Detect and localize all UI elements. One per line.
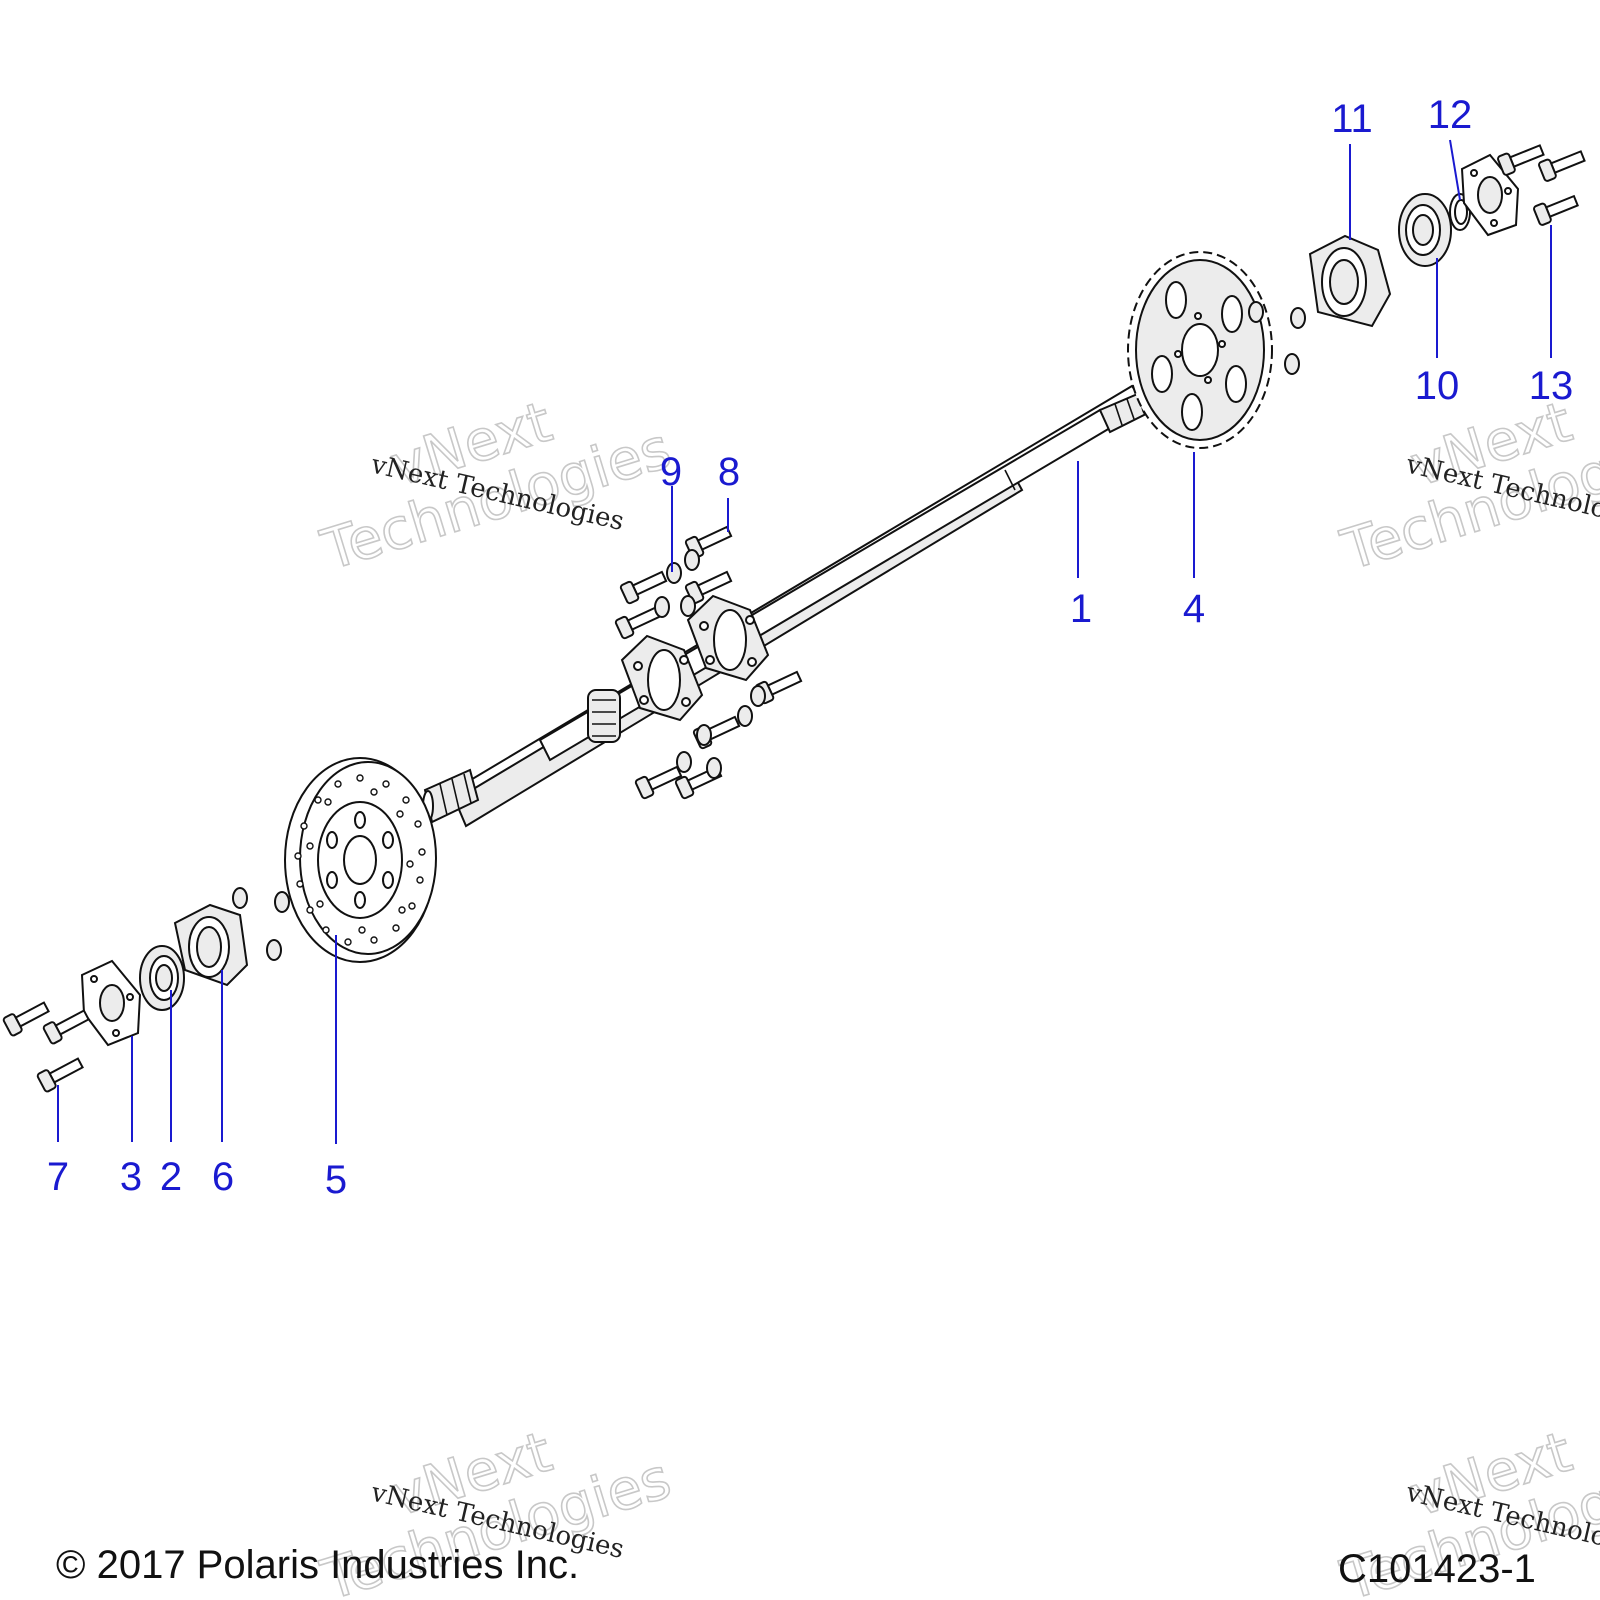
bearing-housing	[173, 903, 249, 987]
callout-8[interactable]: 8	[718, 450, 740, 494]
callout-7[interactable]: 7	[47, 1155, 69, 1199]
callout-12[interactable]: 12	[1428, 93, 1473, 137]
callout-13[interactable]: 13	[1529, 364, 1574, 408]
callout-2[interactable]: 2	[160, 1155, 182, 1199]
bearing	[1398, 193, 1452, 267]
plate-bolt	[1533, 194, 1579, 226]
callout-4[interactable]: 4	[1183, 587, 1205, 631]
sprocket	[1127, 251, 1273, 449]
flange-hub	[686, 594, 770, 682]
callout-6[interactable]: 6	[212, 1155, 234, 1199]
callout-labels: 1 2 3 4 5 6 7 8 9 10 11 12 13	[47, 93, 1573, 1202]
plate-bolt	[1538, 150, 1586, 182]
hub-bolt	[634, 765, 683, 800]
hub-nut-group	[654, 549, 766, 779]
plate-bolt	[2, 1001, 50, 1037]
leader-lines	[57, 139, 1552, 1144]
flange-hub	[620, 634, 704, 722]
disc-nut-group	[232, 887, 290, 961]
copyright-notice: © 2017 Polaris Industries Inc.	[56, 1543, 579, 1587]
hub-bolt	[684, 525, 733, 560]
bearing-housing	[1308, 234, 1392, 328]
sprocket-nut-group	[1248, 301, 1306, 375]
callout-9[interactable]: 9	[660, 450, 682, 494]
hub-bolt	[619, 570, 668, 605]
brake-disc	[284, 757, 437, 963]
callout-10[interactable]: 10	[1415, 364, 1460, 408]
bearing-retainer-plate	[80, 959, 142, 1047]
plate-bolt	[36, 1057, 84, 1093]
plate-bolt	[1497, 144, 1545, 176]
callout-3[interactable]: 3	[120, 1155, 142, 1199]
callout-5[interactable]: 5	[325, 1158, 347, 1202]
callout-11[interactable]: 11	[1331, 97, 1373, 141]
callout-1[interactable]: 1	[1070, 587, 1092, 631]
plate-bolt	[42, 1009, 90, 1045]
bearing	[139, 945, 185, 1011]
hub-bolt	[684, 570, 733, 605]
watermark-group: vNext Technologies vNext Technologies vN…	[313, 389, 1600, 1600]
figure-id: C101423-1	[1338, 1547, 1536, 1591]
hub-bolt	[614, 605, 663, 640]
